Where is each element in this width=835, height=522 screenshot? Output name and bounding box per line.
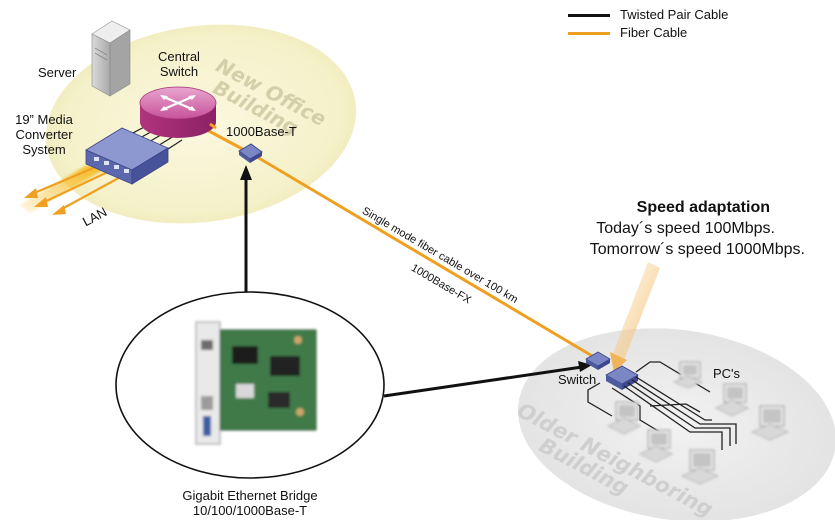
- bridge-caption: Gigabit Ethernet Bridge 10/100/1000Base-…: [150, 488, 350, 518]
- fiber-cable-long: [251, 152, 595, 359]
- arrowhead-to-switch: [578, 361, 592, 372]
- pc-icon: [673, 361, 703, 389]
- pcs-label: PC's: [713, 366, 741, 381]
- pc-icon: [607, 401, 641, 435]
- arrowhead-to-office: [240, 165, 252, 180]
- fiber-cable-link: [206, 128, 249, 154]
- lan-cabling-older-building: [587, 361, 737, 450]
- pc-icons: [607, 361, 789, 485]
- media-converter-label: 19” Media Converter System: [1, 112, 87, 157]
- central-switch-label-line1: Central: [158, 49, 200, 64]
- speed-tomorrow-text: Tomorrow´s speed 1000Mbps.: [589, 241, 805, 258]
- server-icon: [91, 20, 131, 97]
- speed-adaptation-callout: Speed adaptation Today´s speed 100Mbps. …: [590, 197, 805, 260]
- legend-swatch-fiber: [568, 32, 610, 35]
- bridge-caption-line1: Gigabit Ethernet Bridge: [182, 488, 318, 503]
- bridge-caption-line2: 10/100/1000Base-T: [192, 503, 308, 518]
- central-switch-label: Central Switch: [150, 49, 208, 79]
- older-building-area: [518, 328, 835, 520]
- remote-switch-main: [605, 365, 639, 390]
- port-1000base-t-label: 1000Base-T: [226, 124, 297, 139]
- pc-icon: [715, 383, 749, 417]
- central-switch-label-line2: Switch: [159, 64, 199, 79]
- remote-switch-small: [585, 351, 611, 370]
- media-converter-label-line2: Converter: [15, 127, 73, 142]
- central-switch-icon: [139, 86, 217, 138]
- speed-adaptation-title: Speed adaptation: [636, 199, 770, 216]
- legend-swatch-twisted-pair: [568, 14, 610, 17]
- media-converter-icon: [85, 127, 169, 185]
- ethernet-bridge-card-image: [195, 321, 317, 445]
- fiber-converter-module: [238, 143, 263, 163]
- remote-switch-label: Switch: [558, 372, 597, 387]
- pc-icon: [639, 429, 673, 463]
- twisted-pair-bridge-to-switch: [383, 365, 583, 398]
- legend-label-twisted-pair: Twisted Pair Cable: [620, 7, 729, 22]
- speed-callout-beam: [612, 262, 660, 360]
- server-label: Server: [38, 65, 77, 80]
- lan-arrows: [24, 164, 127, 215]
- speed-today-text: Today´s speed 100Mbps.: [596, 220, 775, 237]
- legend-label-fiber: Fiber Cable: [620, 25, 688, 40]
- pc-icon: [681, 449, 719, 485]
- media-converter-label-line3: System: [22, 142, 66, 157]
- media-converter-label-line1: 19” Media: [15, 112, 73, 127]
- speed-callout-pointer: [610, 352, 627, 372]
- pc-icon: [751, 405, 789, 441]
